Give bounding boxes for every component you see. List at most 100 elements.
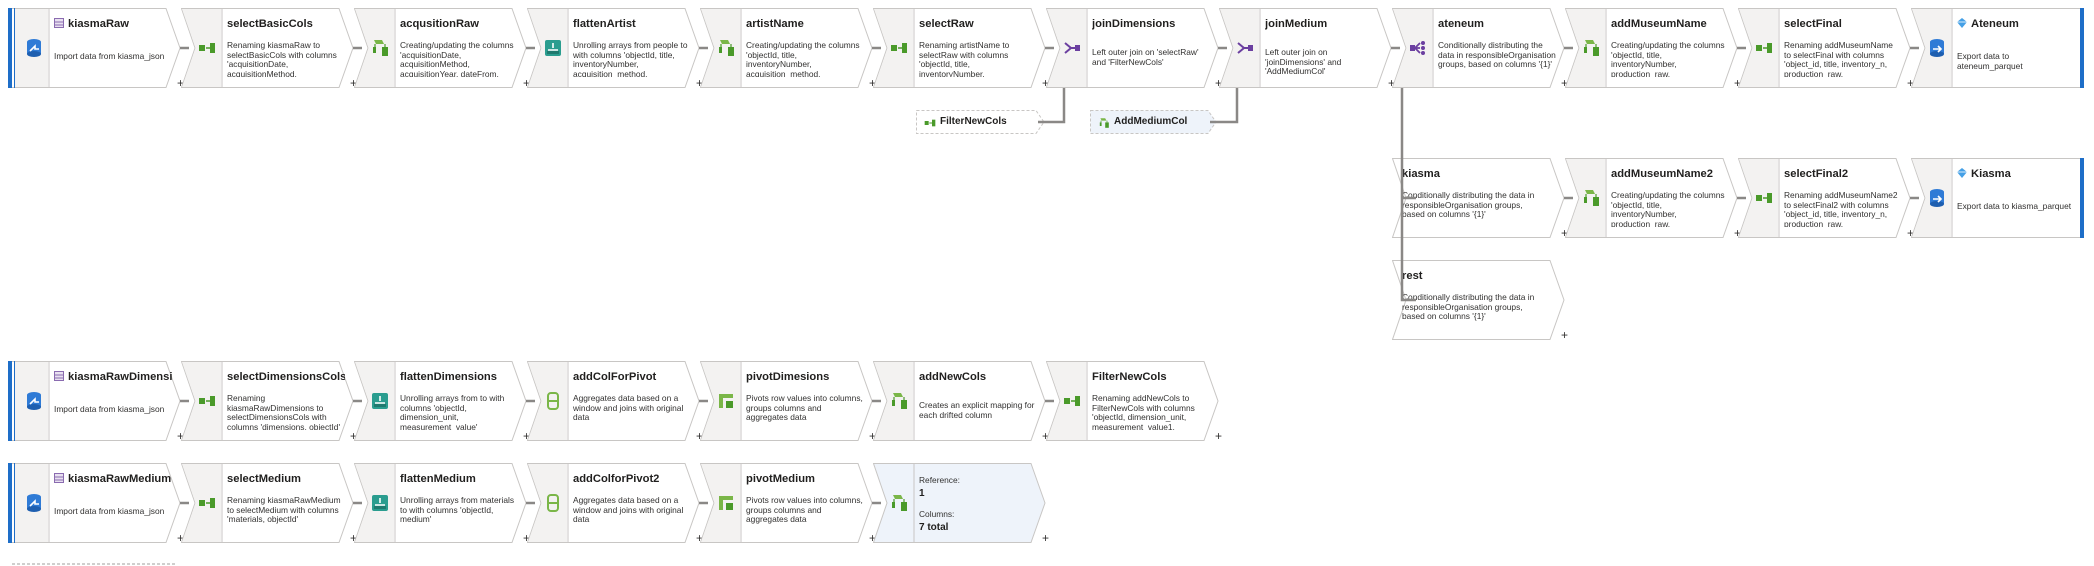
add-transform-button[interactable]: + (695, 429, 703, 443)
add-transform-button[interactable]: + (522, 531, 530, 545)
node-kiasma-raw-dimensions[interactable]: kiasmaRawDimensionsImport data from kias… (8, 361, 184, 443)
add-transform-button[interactable]: + (868, 531, 876, 545)
sink-icon (1917, 9, 1957, 87)
node-description: Creating/updating the columns 'acquisiti… (400, 41, 514, 77)
add-transform-button[interactable]: + (1906, 226, 1914, 240)
add-transform-button[interactable]: + (1387, 76, 1395, 90)
node-title-text: addMuseumName (1611, 18, 1707, 30)
node-title-text: pivotMedium (746, 473, 815, 485)
node-title: selectRaw (919, 16, 1037, 32)
add-transform-button[interactable]: + (1041, 429, 1049, 443)
node-title-text: kiasmaRawMedium (68, 473, 172, 485)
dataset-icon (54, 17, 64, 31)
add-transform-button[interactable]: + (349, 429, 357, 443)
node-title-text: selectFinal (1784, 18, 1842, 30)
add-transform-button[interactable]: + (1733, 76, 1741, 90)
add-transform-button[interactable]: + (349, 76, 357, 90)
node-description: Renaming kiasmaRaw to selectBasicCols wi… (227, 41, 337, 77)
add-transform-button[interactable]: + (349, 531, 357, 545)
add-transform-button[interactable]: + (695, 531, 703, 545)
node-title-text: selectFinal2 (1784, 168, 1849, 180)
add-transform-button[interactable]: + (176, 429, 184, 443)
input-ref-filter-new-cols[interactable]: FilterNewCols (916, 110, 1046, 134)
add-transform-button[interactable]: + (176, 76, 184, 90)
node-title-text: flattenMedium (400, 473, 476, 485)
add-transform-button[interactable]: + (1560, 328, 1568, 342)
columns-value: 7 total (919, 522, 949, 533)
node-description: Conditionally distributing the data in r… (1438, 41, 1556, 70)
node-description: Creates an explicit mapping for each dri… (919, 401, 1035, 420)
add-transform-button[interactable]: + (1906, 76, 1914, 90)
join-icon (1052, 9, 1092, 87)
source-marker-line (14, 8, 15, 88)
node-shape (873, 463, 1046, 543)
node-description: Creating/updating the columns 'objectId,… (1611, 191, 1725, 227)
add-transform-button[interactable]: + (868, 429, 876, 443)
add-transform-button[interactable]: + (1560, 226, 1568, 240)
node-shape (1046, 361, 1219, 441)
node-title: joinDimensions (1092, 16, 1210, 32)
node-shape (8, 8, 181, 88)
node-title: selectMedium (227, 471, 345, 487)
node-title-text: acqusitionRaw (400, 18, 479, 30)
add-transform-button[interactable]: + (176, 531, 184, 545)
add-transform-button[interactable]: + (1214, 429, 1222, 443)
node-description: Aggregates data based on a window and jo… (573, 394, 684, 423)
add-transform-button[interactable]: + (1214, 76, 1222, 90)
node-description: Left outer join on 'selectRaw' and 'Filt… (1092, 48, 1199, 67)
add-transform-button[interactable]: + (1560, 76, 1568, 90)
add-transform-button[interactable]: + (868, 76, 876, 90)
input-ref-label: FilterNewCols (940, 116, 1007, 127)
node-description: Export data to ateneum_parquet (1957, 52, 2023, 71)
reference-label: Reference: (919, 475, 960, 485)
derived-column-icon (879, 464, 919, 542)
node-title-text: addColforPivot2 (573, 473, 660, 485)
select-icon (1744, 159, 1784, 237)
add-transform-button[interactable]: + (522, 76, 530, 90)
input-ref-add-medium-col[interactable]: AddMediumCol (1090, 110, 1218, 134)
add-transform-button[interactable]: + (1041, 531, 1049, 545)
add-transform-button[interactable]: + (1733, 226, 1741, 240)
node-shape (181, 8, 354, 88)
add-transform-button[interactable]: + (695, 76, 703, 90)
node-title: flattenArtist (573, 16, 691, 32)
node-title-text: artistName (746, 18, 804, 30)
derived-column-icon (360, 9, 400, 87)
node-shape (1738, 158, 1911, 238)
add-transform-button[interactable]: + (522, 429, 530, 443)
node-shape (1911, 8, 2084, 88)
add-transform-button[interactable]: + (1041, 76, 1049, 90)
select-icon (879, 9, 919, 87)
derived-column-icon (706, 9, 746, 87)
